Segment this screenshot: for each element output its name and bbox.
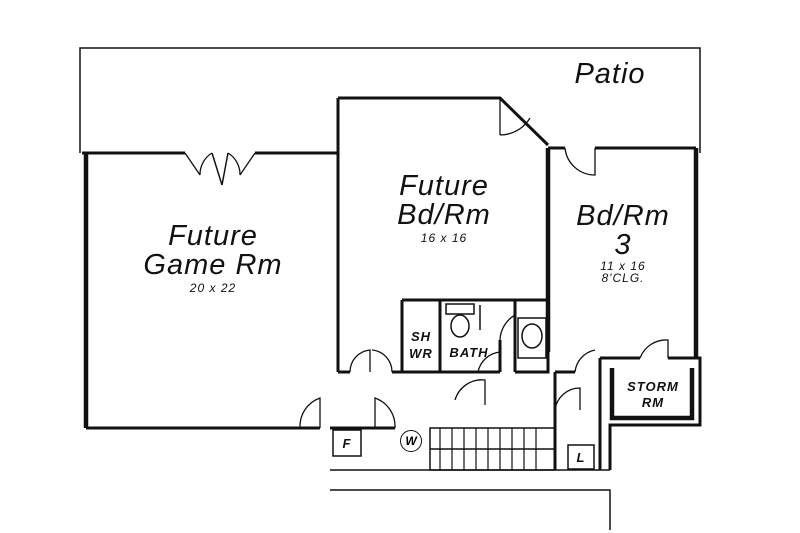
game-room-label: Future Game Rm 20 x 22 (143, 220, 283, 295)
patio-label: Patio (574, 58, 646, 90)
shower-label: SH WR (409, 330, 433, 360)
storm-room-name-line2: RM (641, 395, 665, 410)
future-bedroom-name-line1: Future (399, 170, 489, 202)
storm-room-name-line1: STORM (627, 379, 679, 394)
stairs (429, 427, 556, 471)
future-bedroom-size: 16 x 16 (420, 231, 468, 245)
bedroom3-name-line1: Bd/Rm (576, 200, 670, 232)
bedroom3-name-line2: 3 (614, 229, 632, 261)
storm-room-label: STORM RM (627, 380, 679, 409)
utility-boxes (332, 429, 595, 470)
bath-label: BATH (449, 345, 489, 360)
bath-fixtures (445, 303, 547, 359)
bedroom3-ceiling: 8'CLG. (601, 271, 645, 285)
game-room-name-line2: Game Rm (143, 249, 283, 281)
walls (82, 96, 702, 530)
furnace-label: F (342, 436, 352, 451)
shower-line2: WR (409, 346, 433, 361)
future-bedroom-label: Future Bd/Rm 16 x 16 (397, 170, 491, 245)
game-room-size: 20 x 22 (189, 281, 237, 295)
game-room-name-line1: Future (168, 220, 258, 252)
linen-label: L (576, 450, 586, 465)
patio-outline (79, 47, 701, 153)
door-swings (184, 98, 669, 429)
water-heater-icon: W (400, 430, 422, 452)
bedroom3-label: Bd/Rm 3 11 x 16 8'CLG. (576, 200, 670, 285)
future-bedroom-name-line2: Bd/Rm (397, 199, 491, 231)
bedroom3-size: 11 x 16 (600, 259, 646, 273)
shower-line1: SH (410, 329, 432, 344)
